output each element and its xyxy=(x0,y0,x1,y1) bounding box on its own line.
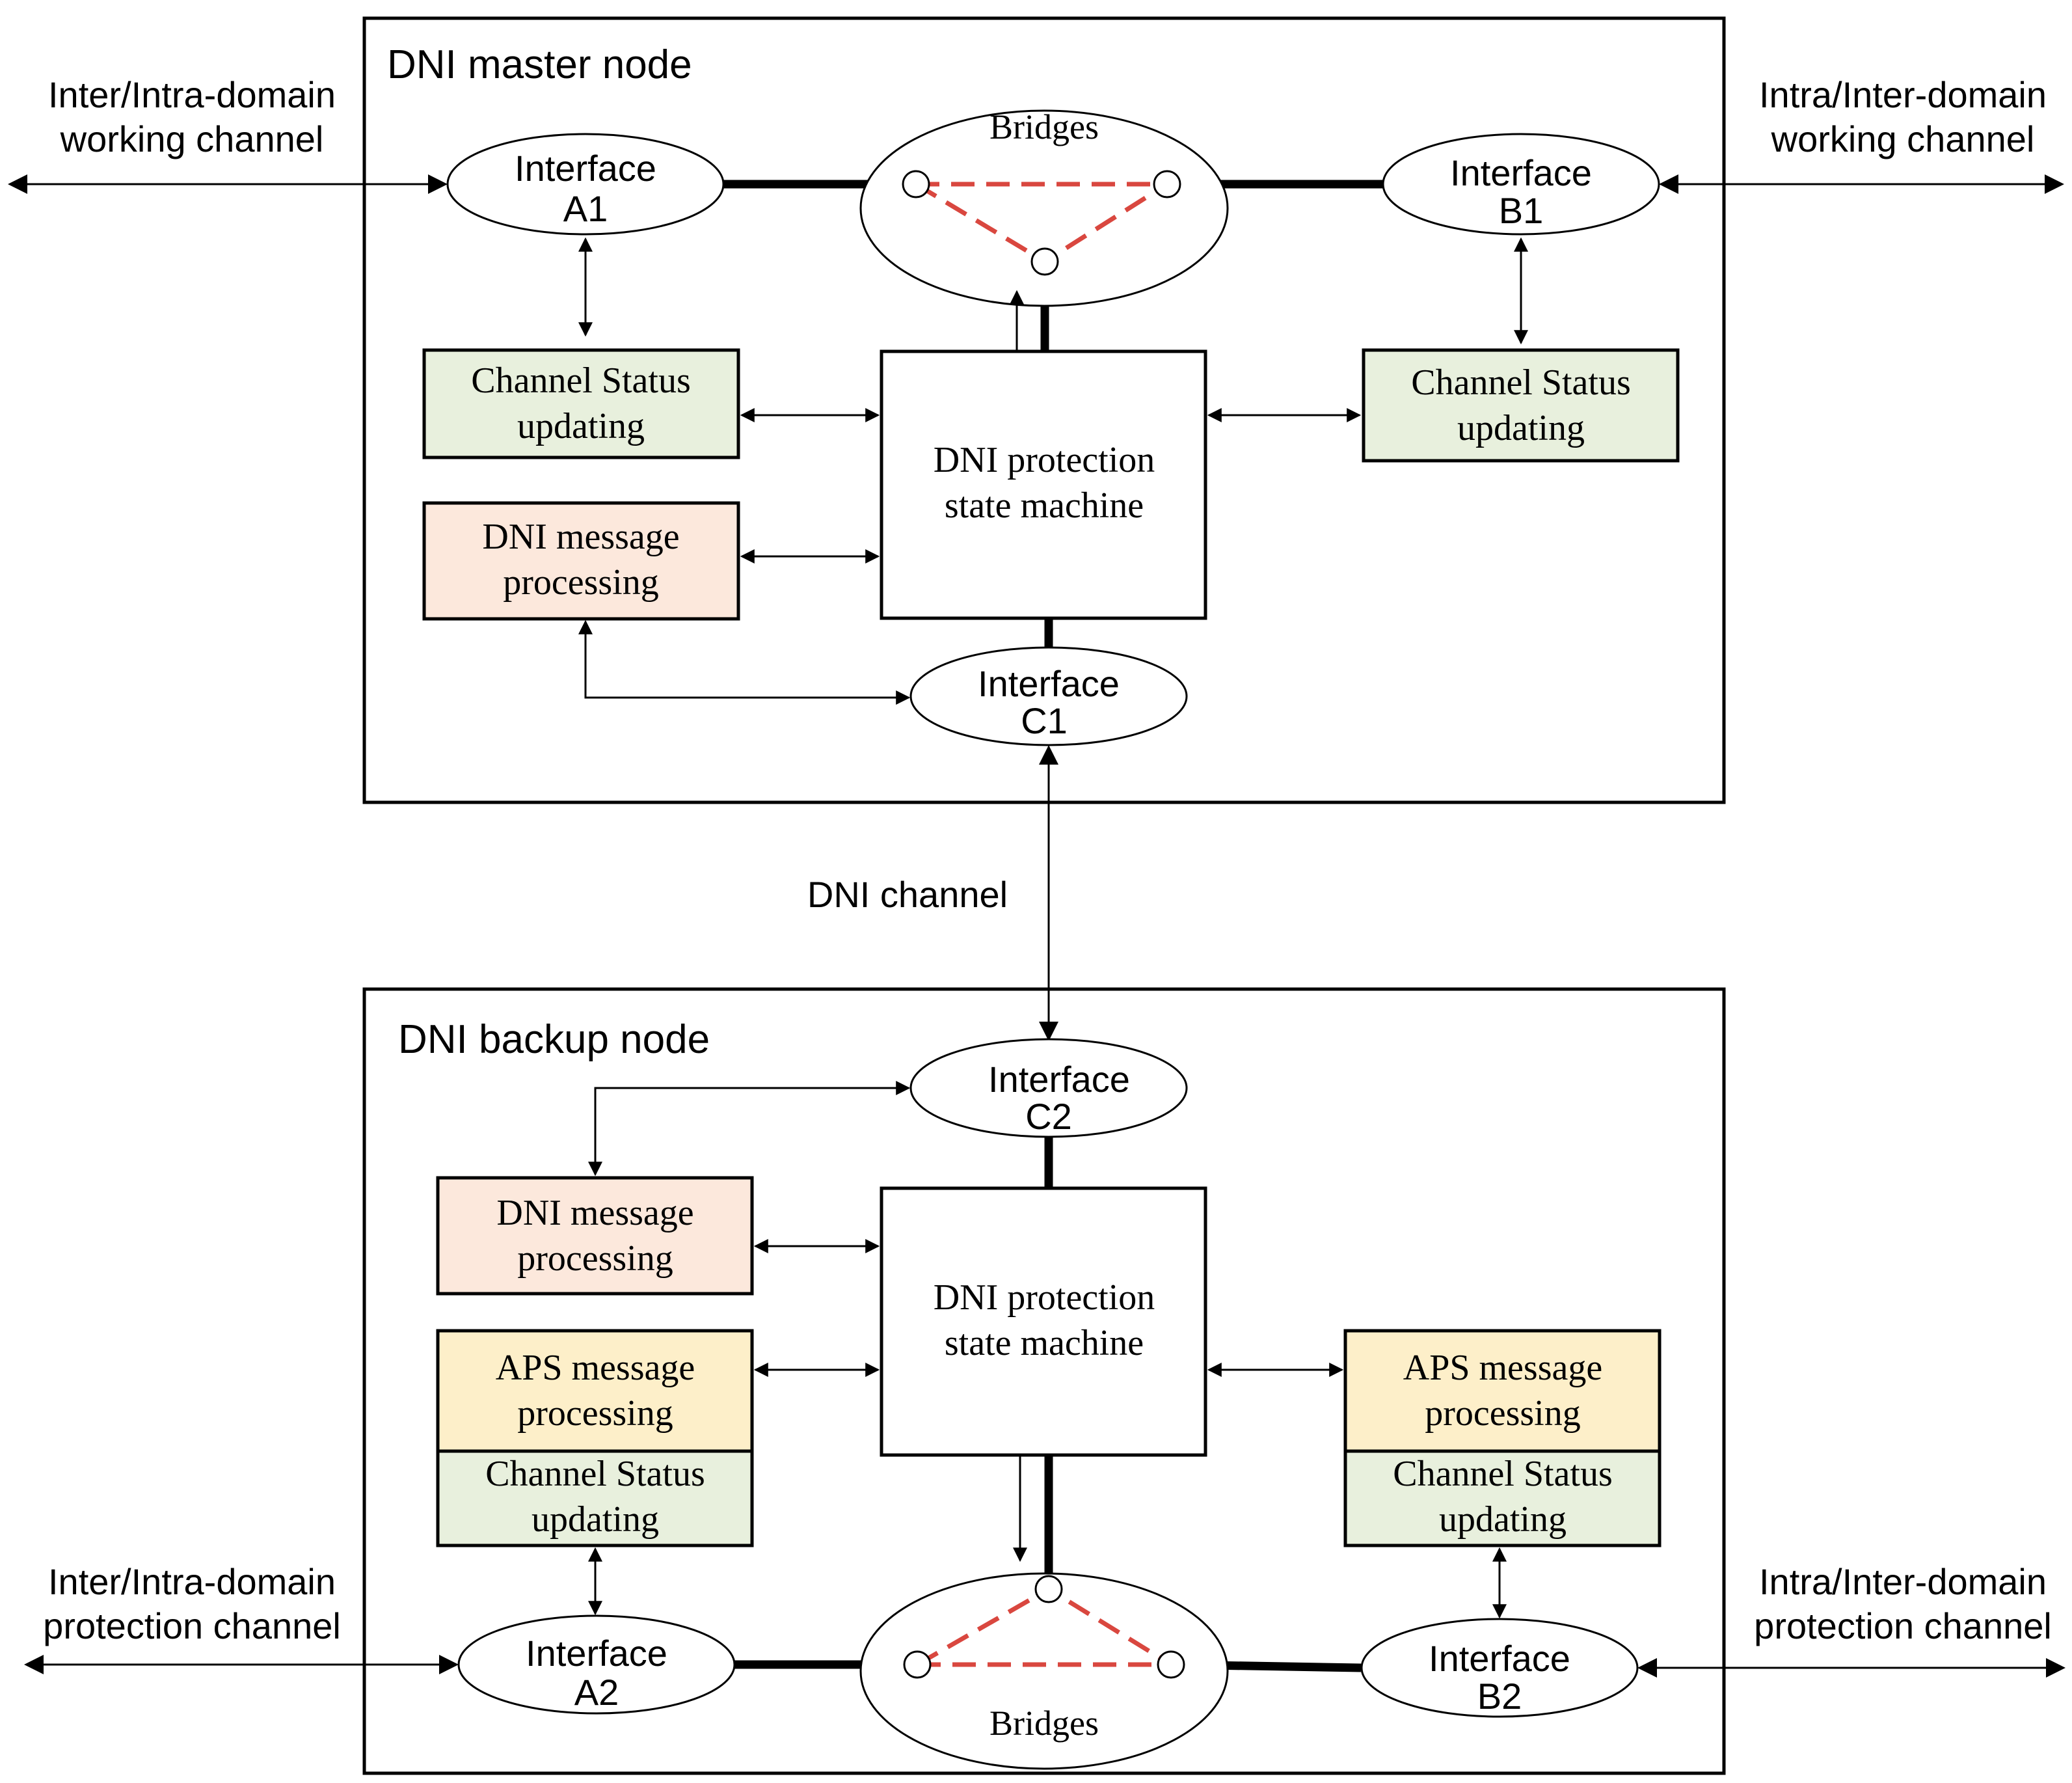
bridge-port xyxy=(902,170,930,198)
bridge-port xyxy=(1153,170,1181,198)
external-bottom-left-label: Inter/Intra-domain protection channel xyxy=(43,1561,341,1646)
interface-c2-id: C2 xyxy=(1025,1096,1072,1137)
backup-dni-msg-line2: processing xyxy=(517,1238,673,1279)
interface-b2-label: Interface xyxy=(1429,1638,1570,1679)
backup-status-left xyxy=(436,1449,754,1547)
external-bottom-right-label: Intra/Inter-domain protection channel xyxy=(1754,1561,2052,1646)
backup-aps-right-line2: processing xyxy=(1425,1393,1581,1434)
backup-aps-right xyxy=(1343,1329,1662,1453)
master-dni-msg-line1: DNI message xyxy=(482,517,679,557)
interface-a1 xyxy=(446,133,725,236)
label-line: working channel xyxy=(1771,118,2035,159)
backup-node-title: DNI backup node xyxy=(398,1017,710,1062)
label-line: protection channel xyxy=(43,1605,341,1646)
backup-dni-msg xyxy=(436,1176,754,1296)
bridge-port xyxy=(1030,247,1059,276)
master-status-left-line1: Channel Status xyxy=(471,361,691,401)
interface-a2-label: Interface xyxy=(526,1633,667,1674)
backup-status-right-line2: updating xyxy=(1439,1499,1567,1540)
interface-c2 xyxy=(909,1038,1188,1138)
backup-status-right-line1: Channel Status xyxy=(1393,1454,1613,1494)
master-dni-msg-line2: processing xyxy=(503,562,659,603)
interface-a2 xyxy=(457,1614,736,1715)
master-state-machine xyxy=(880,349,1207,620)
interface-a1-id: A1 xyxy=(563,188,608,229)
label-line: Inter/Intra-domain xyxy=(48,1561,336,1602)
master-state-machine-line2: state machine xyxy=(945,485,1144,526)
label-line: working channel xyxy=(60,118,324,159)
master-status-left xyxy=(422,348,740,459)
backup-node: DNI backup node Bridges Interface C2 Int… xyxy=(362,987,1726,1775)
bridge-port xyxy=(903,1650,932,1679)
backup-state-machine-line2: state machine xyxy=(945,1323,1144,1363)
interface-b1-id: B1 xyxy=(1499,190,1544,231)
interface-b1-label: Interface xyxy=(1450,152,1592,193)
bridge-port xyxy=(1157,1650,1185,1679)
backup-node-frame xyxy=(362,987,1726,1775)
label-line: Intra/Inter-domain xyxy=(1759,74,2047,115)
interface-b2-id: B2 xyxy=(1477,1676,1522,1717)
label-line: protection channel xyxy=(1754,1605,2052,1646)
master-bridges xyxy=(859,109,1229,307)
label-line: Inter/Intra-domain xyxy=(48,74,336,115)
backup-state-machine-line1: DNI protection xyxy=(934,1277,1155,1318)
master-status-right-line1: Channel Status xyxy=(1411,362,1631,403)
bridge-port xyxy=(1034,1575,1063,1603)
backup-dni-msg-line1: DNI message xyxy=(496,1193,693,1233)
backup-status-right xyxy=(1343,1449,1662,1547)
backup-bridges xyxy=(859,1572,1229,1770)
master-dni-msg xyxy=(422,501,740,621)
external-top-right-label: Intra/Inter-domain working channel xyxy=(1759,74,2047,159)
interface-a2-id: A2 xyxy=(574,1672,619,1713)
interface-a1-label: Interface xyxy=(515,148,656,189)
backup-status-left-line2: updating xyxy=(531,1499,659,1540)
master-status-left-line2: updating xyxy=(517,406,645,446)
master-status-right-line2: updating xyxy=(1457,408,1585,448)
backup-aps-left-line1: APS message xyxy=(496,1348,695,1388)
interface-c1-label: Interface xyxy=(978,663,1120,704)
master-node-title: DNI master node xyxy=(387,42,692,87)
backup-bridges-label: Bridges xyxy=(989,1704,1099,1743)
dni-channel-label: DNI channel xyxy=(807,874,1008,915)
label-line: Intra/Inter-domain xyxy=(1759,1561,2047,1602)
interface-c1-id: C1 xyxy=(1021,700,1068,741)
master-state-machine-line1: DNI protection xyxy=(934,440,1155,480)
interface-c2-label: Interface xyxy=(988,1059,1130,1100)
backup-aps-left xyxy=(436,1329,754,1453)
c2-dni-arrow xyxy=(588,1081,911,1177)
master-bridges-label: Bridges xyxy=(989,107,1099,146)
external-top-left-label: Inter/Intra-domain working channel xyxy=(48,74,336,159)
backup-aps-right-line1: APS message xyxy=(1403,1348,1602,1388)
master-node: DNI master node Bridges Interface A1 Int… xyxy=(362,16,1726,804)
master-status-right xyxy=(1362,348,1680,463)
backup-status-left-line1: Channel Status xyxy=(485,1454,705,1494)
backup-state-machine xyxy=(880,1186,1207,1457)
dni-c1-arrow xyxy=(578,619,911,705)
backup-aps-left-line2: processing xyxy=(517,1393,673,1434)
